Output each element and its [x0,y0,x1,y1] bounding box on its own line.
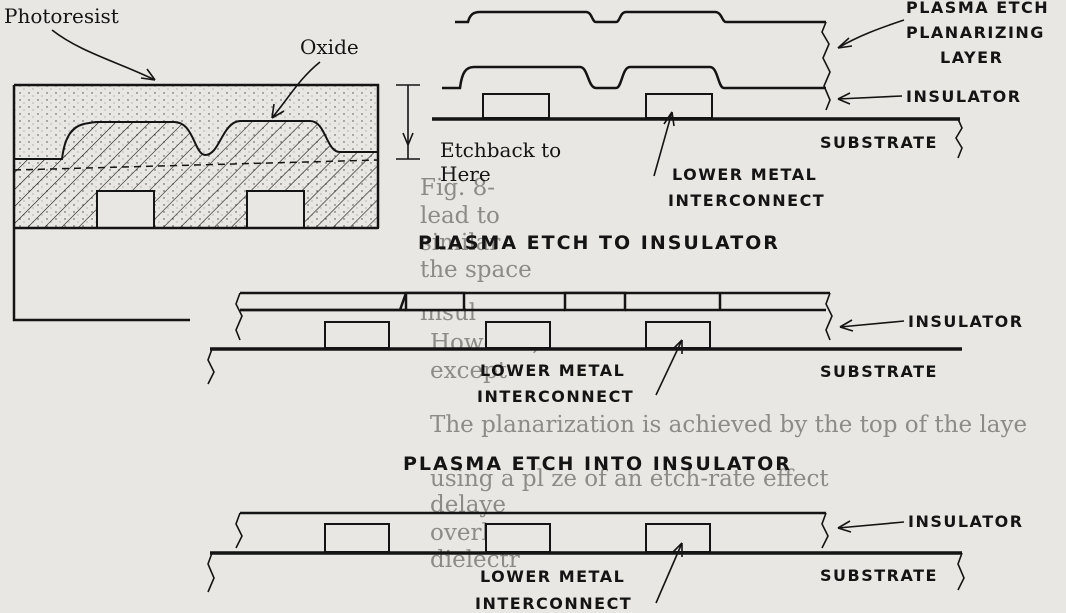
metal-arrowhead-panel1 [663,111,675,127]
metal-line-p1-1 [482,93,550,119]
metal-line-p3-2 [485,523,551,553]
substrate-label-panel2: SUBSTRATE [820,362,938,381]
background-page-text: Fig. 8- lead to similar the space insul … [420,175,1027,573]
photoresist-arrowhead [140,68,156,81]
bg-similar-fragment: similar [420,230,500,256]
panel2-resist-island-1 [404,291,466,312]
etchback-arrowhead [402,132,414,146]
insulator-arrowhead-panel3 [837,520,852,533]
insulator-top-panel1 [442,65,826,90]
photoresist-pointer [51,29,156,81]
bg-space-fragment: the space [420,257,532,283]
metal-line-p2-1 [324,321,390,349]
panel-3-etch-into-insulator: INSULATOR SUBSTRATE LOWER METAL INTERCON… [207,511,1024,613]
oxide-label: Oxide [300,35,359,59]
insulator-arrowhead-panel1 [837,92,851,105]
metal-label-p3-line1: LOWER METAL [480,567,625,586]
etchback-label-line1: Etchback to [440,138,561,162]
metal-pointer-panel2 [655,339,683,396]
insulator-label-panel3: INSULATOR [908,512,1024,531]
plasma-etch-label-line3: LAYER [940,48,1003,67]
substrate-label-panel1: SUBSTRATE [820,133,938,152]
metal-line-p2-2 [485,321,551,349]
heading-plasma-etch-into-insulator: PLASMA ETCH INTO INSULATOR [403,453,792,475]
substrate-label-panel3: SUBSTRATE [820,566,938,585]
panel2-substrate-break [207,348,215,385]
metal-label-p3-line2: INTERCONNECT [475,594,632,613]
panel1-break-edge [821,21,831,111]
panel2-insulator-line [240,293,826,312]
oxide-pointer [271,61,321,119]
insulator-label-panel1: INSULATOR [906,87,1022,106]
plasma-etch-label-line1: PLASMA ETCH [906,0,1049,17]
left-panel-outline-left [12,85,190,322]
metal-line-p3-3 [645,523,711,553]
panel-2-etch-to-insulator: INSULATOR SUBSTRATE LOWER METAL INTERCON… [207,291,1024,406]
photoresist-label: Photoresist [4,4,119,28]
insulator-pointer-panel1 [837,95,903,100]
bg-line-1: The planarization is achieved by the top… [430,412,1027,438]
insulator-arrowhead-panel2 [839,319,854,332]
metal-arrowhead-panel3 [671,542,683,557]
panel2-left-break [235,292,243,341]
metal-label-p1-line1: LOWER METAL [672,165,817,184]
oxide-arrowhead [271,103,285,119]
metal-line-left-1 [96,190,155,229]
metal-arrowhead-panel2 [671,339,683,354]
panel3-right-break [821,512,829,549]
planarizing-layer-top [455,10,826,24]
metal-label-p2-line2: INTERCONNECT [477,387,634,406]
plasma-etch-label-line2: PLANARIZING [906,23,1045,42]
panel2-resist-island-2 [563,291,627,312]
heading-plasma-etch-to-insulator: PLASMA ETCH TO INSULATOR [418,232,780,254]
insulator-pointer-panel2 [839,320,905,328]
planarizing-arrowhead [837,37,853,49]
left-panel-lower-backing [14,238,190,320]
left-panel: Photoresist Oxide Etchback to Here [4,4,561,322]
panel1-substrate-break [955,118,963,159]
panel-1-planarizing: PLASMA ETCH PLANARIZING LAYER INSULATOR … [432,0,1049,210]
panel3-substrate-right-break [957,552,965,591]
metal-label-p2-line1: LOWER METAL [480,361,625,380]
panel3-left-break [235,512,243,549]
bg-fig-fragment: Fig. 8- [420,175,495,201]
left-panel-outline-top [14,83,380,228]
metal-line-left-2 [246,190,305,229]
insulator-pointer-panel3 [837,521,905,529]
panel2-right-break [825,292,833,341]
metal-line-p3-1 [324,523,390,553]
metal-label-p1-line2: INTERCONNECT [668,191,825,210]
planarizing-pointer [837,19,905,49]
bg-line-2: using a pl ze of an etch-rate effect [430,466,829,492]
etchback-label-line2: Here [440,162,491,186]
bg-except-fragment: except [430,358,508,384]
etchback-dashed-line [13,159,379,171]
metal-pointer-panel1 [653,111,673,177]
panel3-substrate-break [207,552,215,593]
metal-pointer-panel3 [655,542,683,604]
metal-line-p1-2 [645,93,713,119]
bg-lead-fragment: lead to [420,203,500,229]
insulator-label-panel2: INSULATOR [908,312,1024,331]
